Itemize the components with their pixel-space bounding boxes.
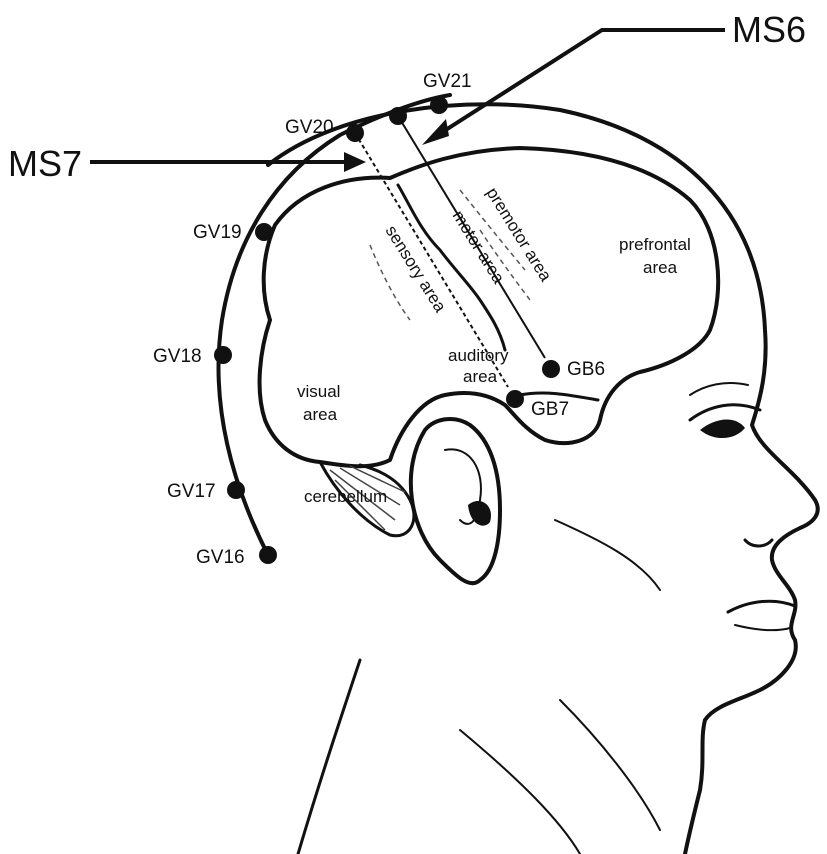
- head-outline: [268, 104, 818, 854]
- label-gv16: GV16: [196, 547, 245, 568]
- label-gb7: GB7: [531, 399, 569, 420]
- point-gv17: [227, 481, 245, 499]
- label-cerebellum: cerebellum: [304, 487, 387, 506]
- label-visual-line1: visual: [297, 382, 340, 401]
- callout-ms7: MS7: [8, 143, 82, 184]
- label-gv17: GV17: [167, 481, 216, 502]
- point-gv19: [255, 223, 273, 241]
- label-gv18: GV18: [153, 346, 202, 367]
- label-gb6: GB6: [567, 359, 605, 380]
- label-gv21: GV21: [423, 71, 472, 92]
- label-sensory-area: sensory area: [382, 222, 450, 316]
- label-gv19: GV19: [193, 222, 242, 243]
- point-gv18: [214, 346, 232, 364]
- label-gv20: GV20: [285, 117, 334, 138]
- point-gb6: [542, 360, 560, 378]
- label-visual-line2: area: [303, 405, 338, 424]
- label-prefrontal-line1: prefrontal: [619, 235, 691, 254]
- point-gb7: [506, 390, 524, 408]
- ear: [411, 419, 500, 583]
- label-prefrontal-line2: area: [643, 258, 678, 277]
- point-gv20-b: [346, 124, 364, 142]
- label-auditory-line1: auditory: [448, 346, 509, 365]
- label-auditory-line2: area: [463, 367, 498, 386]
- point-gv21: [430, 96, 448, 114]
- brain: [260, 148, 719, 536]
- eye: [700, 420, 745, 439]
- point-gv20: [389, 107, 407, 125]
- ms7-arrow: [90, 152, 366, 172]
- point-gv16: [259, 546, 277, 564]
- callout-ms6: MS6: [732, 9, 806, 50]
